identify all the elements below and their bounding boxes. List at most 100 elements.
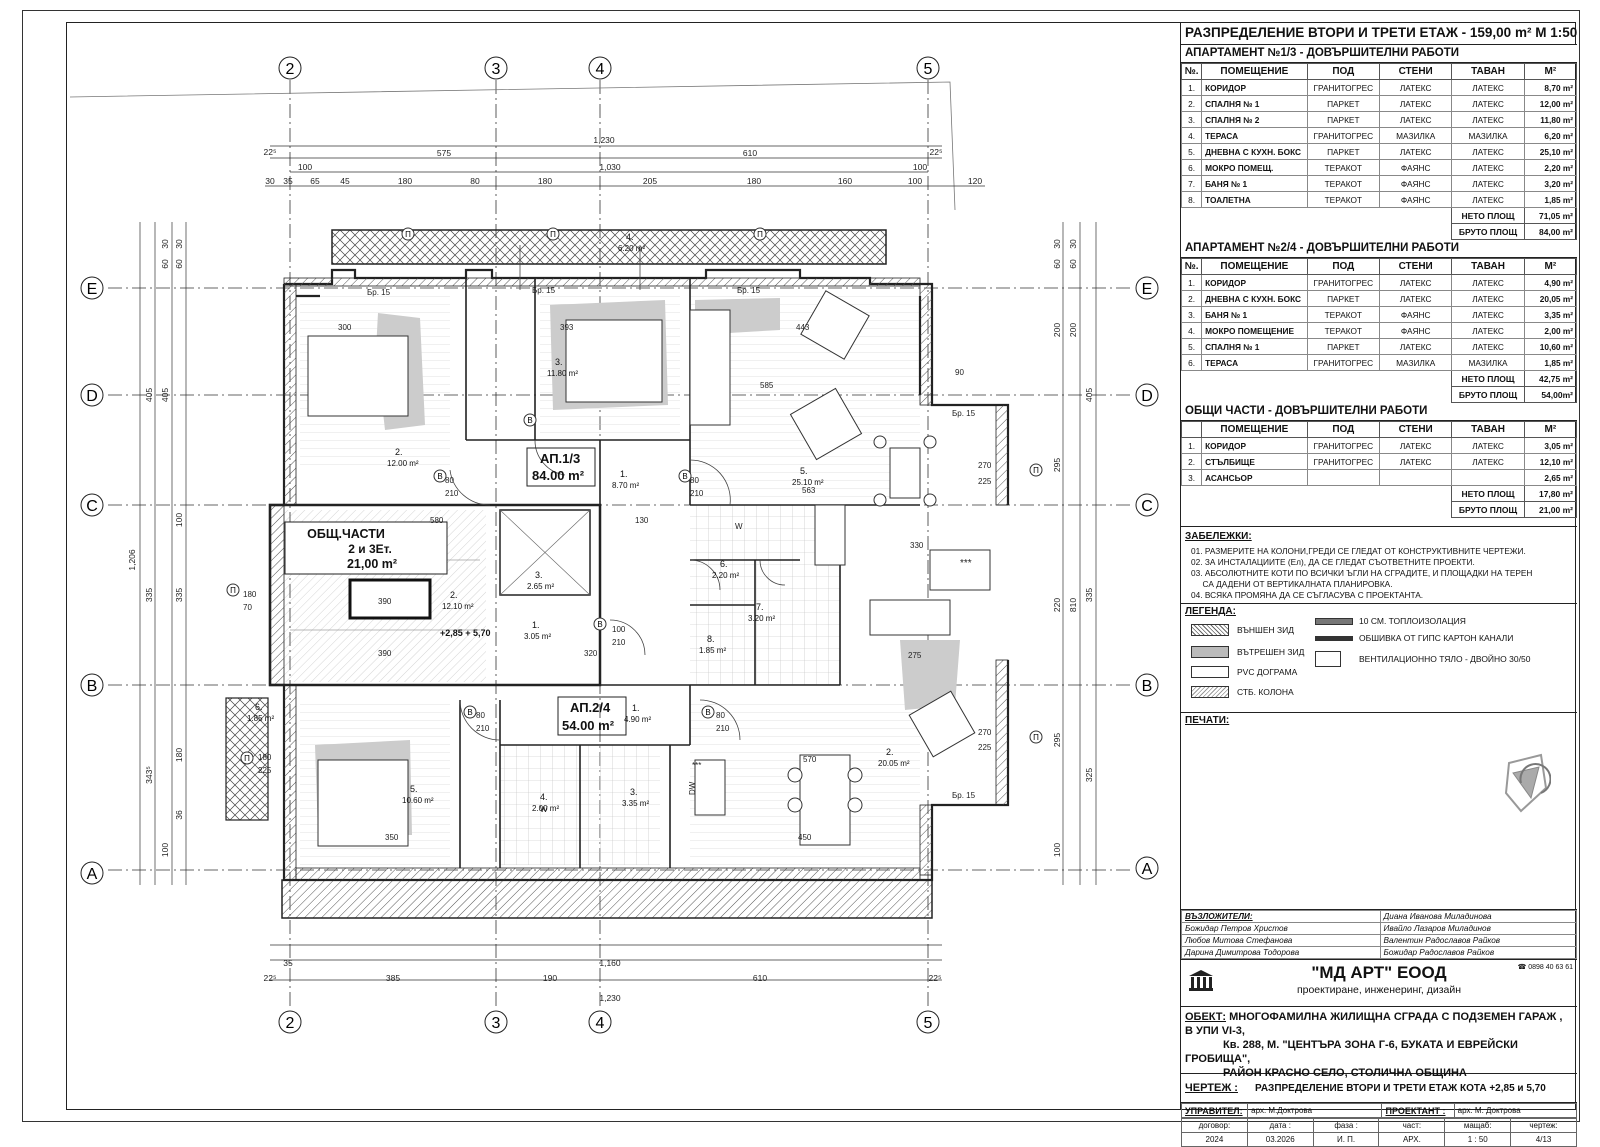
svg-text:П: П [1033,466,1039,475]
svg-text:320: 320 [584,649,598,658]
schedule-cell: 11,80 m² [1523,111,1578,128]
schedule-cell: ФАЯНС [1378,191,1453,208]
axis-C-right: C [1135,493,1159,517]
meta-header: договор: [1181,1118,1248,1133]
schedule-cell: 4. [1180,127,1203,144]
room-number: 5. [410,784,418,794]
svg-text:100: 100 [612,625,626,634]
axis-4-bottom: 4 [588,1010,612,1034]
svg-text:Бр. 15: Бр. 15 [952,791,976,800]
meta-header: фаза : [1312,1118,1380,1133]
room-area: 1.85 m² [247,714,274,723]
spacer-cell [1182,387,1452,403]
meta-header: дата : [1246,1118,1314,1133]
schedule-cell: 4. [1180,322,1203,339]
schedule-cell: ФАЯНС [1378,322,1453,339]
dining-table-2 [799,754,851,846]
note-item: 01. РАЗМЕРИТЕ НА КОЛОНИ,ГРЕДИ СЕ ГЛЕДАТ … [1191,546,1526,556]
schedule-cell: 2. [1180,95,1203,112]
company-logo-mark [1504,753,1551,813]
elevator-shaft-opening [348,578,432,620]
svg-text:210: 210 [716,724,730,733]
armchair-3 [908,690,976,758]
schedule-cell: ЛАТЕКС [1451,306,1525,323]
room-area: 20.05 m² [878,759,910,768]
svg-text:335: 335 [144,588,154,602]
spacer-cell [1182,371,1452,387]
room-number: 4. [540,792,548,802]
meta-value: 2024 [1181,1132,1248,1147]
svg-text:W: W [735,522,743,531]
svg-text:270: 270 [978,728,992,737]
company-building-icon [1189,970,1213,991]
schedule-cell: 1. [1180,437,1203,454]
room-labels: 2.12.00 m²3.11.80 m²1.8.70 m²5.25.10 m²4… [247,232,910,813]
svg-text:70: 70 [243,603,252,612]
svg-text:610: 610 [743,148,757,158]
schedule-cell: ЛАТЕКС [1378,95,1453,112]
svg-text:610: 610 [753,973,767,983]
total-label: БРУТО ПЛОЩ [1451,386,1525,403]
svg-text:205: 205 [643,176,657,186]
svg-text:210: 210 [445,489,459,498]
svg-text:1,230: 1,230 [593,135,615,145]
svg-text:35: 35 [283,176,293,186]
svg-text:585: 585 [760,381,774,390]
schedule-cell: ЛАТЕКС [1378,453,1453,470]
svg-text:385: 385 [386,973,400,983]
schedule-cell: 12,10 m² [1523,453,1578,470]
meta-header: част: [1378,1118,1446,1133]
axis-3-top: 3 [484,56,508,80]
svg-text:405: 405 [1084,388,1094,402]
schedule-cell: ФАЯНС [1378,159,1453,176]
room-number: 4. [626,232,634,242]
svg-text:225: 225 [978,477,992,486]
schedule-cell: 8. [1180,191,1203,208]
legend-swatch-vent [1315,651,1341,667]
svg-text:80: 80 [470,176,480,186]
side-dim-text: 1,206 405 335 343⁵ 30 60 30 60 405 100 3… [127,239,1094,857]
schedule-cell: 4,90 m² [1523,274,1578,291]
company-name: "МД АРТ" ЕООД [1311,963,1447,982]
schedule-cell: КОРИДОР [1201,274,1308,291]
svg-text:B: B [682,472,687,481]
room-number: 2. [395,447,403,457]
object-line-0: МНОГОФАМИЛНА ЖИЛИЩНА СГРАДА С ПОДЗЕМЕН Г… [1185,1011,1563,1037]
floor-plan: 2 3 4 5 2 3 4 5 E D C B A E D C B A 1,23… [70,56,1159,1034]
svg-text:22⁵: 22⁵ [264,147,277,157]
room-area: 10.60 m² [402,796,434,805]
notes-list: 01. РАЗМЕРИТЕ НА КОЛОНИ,ГРЕДИ СЕ ГЛЕДАТ … [1191,546,1573,601]
spacer-cell [1182,486,1452,502]
room-area: 3.35 m² [622,799,649,808]
room-number: 3. [535,570,543,580]
manager-table: УПРАВИТЕЛ: арх. М.Доктрова ПРОЕКТАНТ : а… [1180,1103,1578,1118]
svg-text:22⁵: 22⁵ [930,147,943,157]
room-number: 2. [886,747,894,757]
client-right-2: Валентин Радославов Райков [1379,934,1577,947]
schedule-header: СТЕНИ [1378,63,1453,80]
meta-header: мащаб: [1444,1118,1512,1133]
svg-text:130: 130 [635,516,649,525]
svg-text:2: 2 [286,61,295,78]
legend-swatch-outer-wall [1191,624,1229,636]
svg-text:П: П [1033,733,1039,742]
note-item: 04. ВСЯКА ПРОМЯНА ДА СЕ СЪГЛАСУВА С ПРОЕ… [1191,590,1424,600]
schedule-cell: МАЗИЛКА [1378,127,1453,144]
legend-pvc: PVC ДОГРАМА [1237,667,1298,677]
room-number: 1. [632,703,640,713]
svg-text:5: 5 [924,61,933,78]
svg-text:30: 30 [1052,239,1062,249]
schedule-cell: ЛАТЕКС [1451,274,1525,291]
svg-text:330: 330 [910,541,924,550]
svg-text:B: B [467,708,472,717]
svg-text:1,030: 1,030 [599,162,621,172]
axis-2-top: 2 [278,56,302,80]
svg-text:563: 563 [802,486,816,495]
legend-swatch-inner-wall [1191,646,1229,658]
schedule-cell: ЛАТЕКС [1451,159,1525,176]
